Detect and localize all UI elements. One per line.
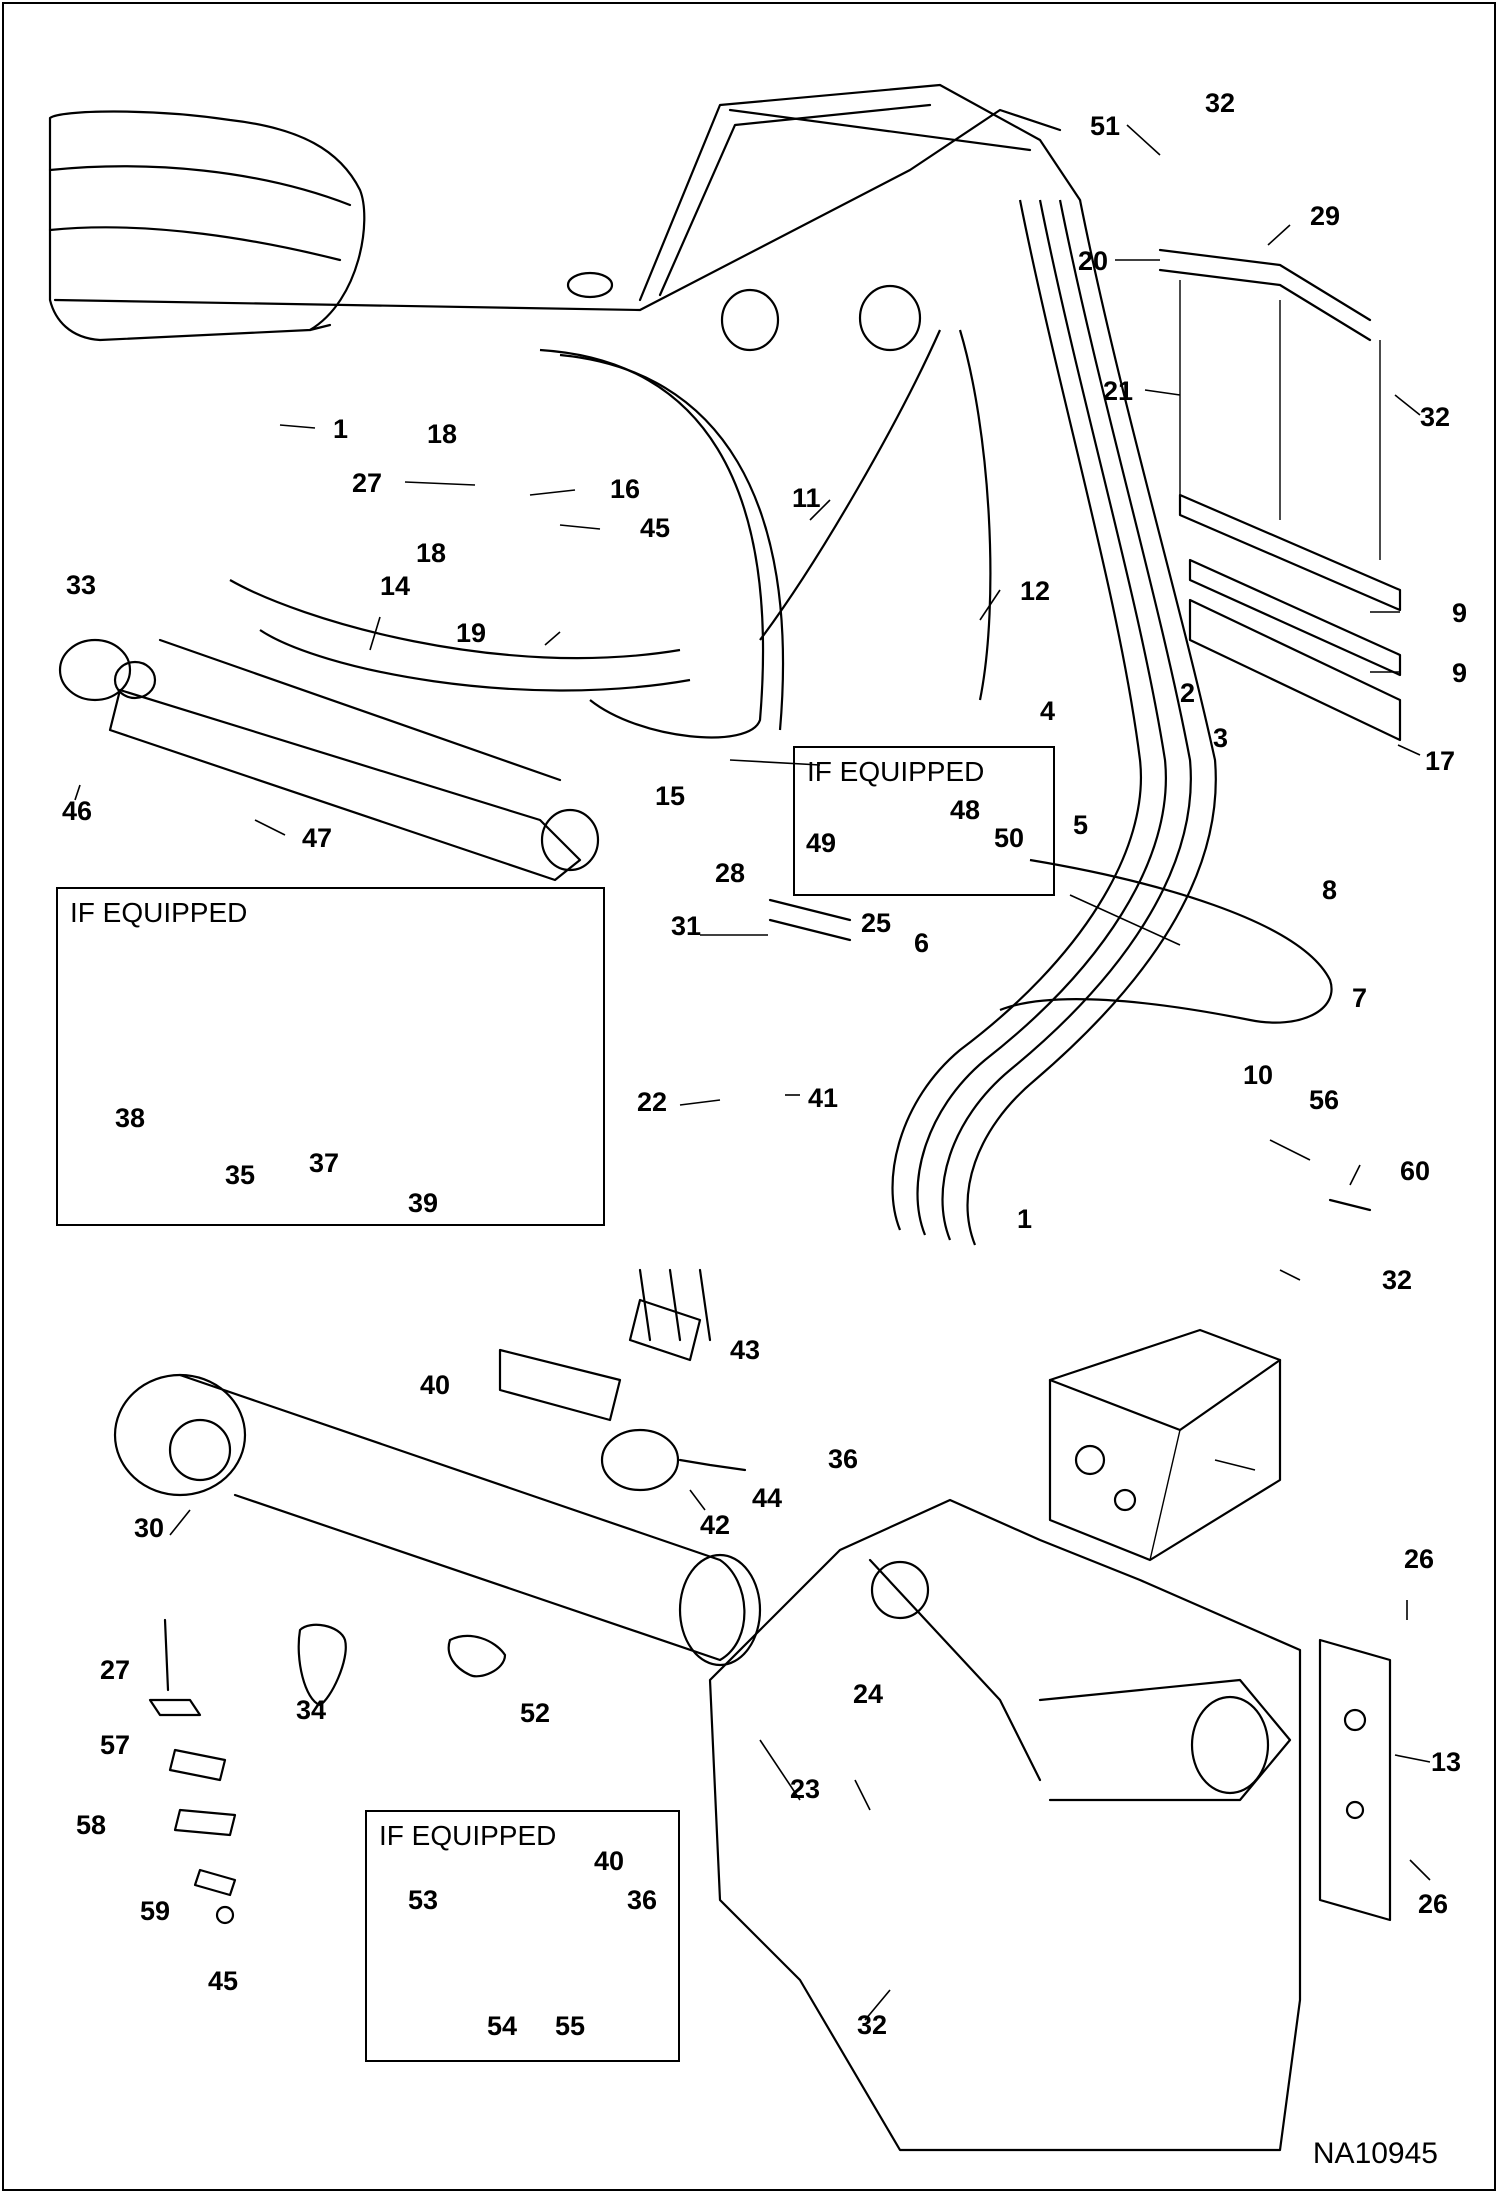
callout-29: 29: [1310, 201, 1341, 231]
lift-arm-drawing: [48, 83, 1082, 352]
callout-48: 48: [950, 795, 981, 825]
callout-31: 31: [671, 911, 702, 941]
callout-10: 10: [1243, 1060, 1274, 1090]
lift-cylinder-drawing: [113, 1373, 762, 1667]
callout-20: 20: [1078, 246, 1109, 276]
inset-lift-cylinder-label: IF EQUIPPED: [70, 897, 248, 928]
callout-42: 42: [700, 1510, 731, 1540]
callout-25: 25: [861, 908, 892, 938]
callout-16: 16: [610, 474, 641, 504]
callout-53: 53: [408, 1885, 439, 1915]
callout-22: 22: [637, 1087, 668, 1117]
callout-1-top: 1: [333, 414, 349, 444]
callout-56: 56: [1309, 1085, 1340, 1115]
callout-41: 41: [808, 1083, 839, 1113]
callout-4: 4: [1040, 696, 1056, 726]
callout-37: 37: [309, 1148, 340, 1178]
callout-23: 23: [790, 1774, 821, 1804]
callout-46: 46: [62, 796, 93, 826]
callout-1-mid: 1: [1017, 1204, 1033, 1234]
callout-17: 17: [1425, 746, 1456, 776]
callout-45-bottom: 45: [208, 1966, 239, 1996]
callout-19: 19: [456, 618, 487, 648]
callout-33: 33: [66, 570, 97, 600]
callout-21: 21: [1103, 376, 1134, 406]
hose-bundle-drawing: [229, 199, 1333, 1246]
callout-52: 52: [520, 1698, 551, 1728]
small-parts-drawing: [148, 1618, 507, 1925]
bolt-group-drawing: [638, 898, 1372, 1342]
callout-55: 55: [555, 2011, 586, 2041]
callout-44: 44: [752, 1483, 783, 1513]
callout-43: 43: [730, 1335, 761, 1365]
callout-32-mid: 32: [1382, 1265, 1413, 1295]
hose-hanger-drawing: [1158, 248, 1402, 742]
callout-49: 49: [806, 828, 837, 858]
callout-14: 14: [380, 571, 411, 601]
callout-9-a: 9: [1452, 598, 1468, 628]
inset-accumulator-label: IF EQUIPPED: [379, 1820, 557, 1851]
callout-9-b: 9: [1452, 658, 1468, 688]
leader-lines: [74, 124, 1431, 2021]
callout-59: 59: [140, 1896, 171, 1926]
callout-28: 28: [715, 858, 746, 888]
callout-45-top: 45: [640, 513, 671, 543]
callout-35: 35: [225, 1160, 256, 1190]
callout-54: 54: [487, 2011, 518, 2041]
inset-accumulator: IF EQUIPPED: [365, 1810, 680, 2062]
callout-36-inset: 36: [627, 1885, 658, 1915]
callout-38: 38: [115, 1103, 146, 1133]
callout-27-top: 27: [352, 468, 383, 498]
callout-47: 47: [302, 823, 333, 853]
callout-58: 58: [76, 1810, 107, 1840]
loader-frame-drawing: [708, 1498, 1392, 2152]
callout-6: 6: [914, 928, 930, 958]
callout-32-top: 32: [1205, 88, 1236, 118]
tilt-cylinder-drawing: [58, 638, 600, 882]
callout-15: 15: [655, 781, 686, 811]
inset-clamp-label: IF EQUIPPED: [807, 756, 985, 787]
callout-26-bottom: 26: [1418, 1889, 1449, 1919]
callout-11: 11: [792, 483, 821, 513]
diagram-code: NA10945: [1312, 2137, 1438, 2170]
control-valve-drawing: [1048, 1328, 1282, 1562]
callout-26-top: 26: [1404, 1544, 1435, 1574]
callout-18-a: 18: [427, 419, 458, 449]
callout-12: 12: [1020, 576, 1051, 606]
callout-5: 5: [1073, 810, 1089, 840]
callout-50: 50: [994, 823, 1025, 853]
callout-32-right: 32: [1420, 402, 1451, 432]
callout-27-bottom: 27: [100, 1655, 131, 1685]
accumulator-drawing: [498, 1298, 747, 1492]
callout-40-main: 40: [420, 1370, 451, 1400]
callout-34: 34: [296, 1695, 327, 1725]
callout-2: 2: [1180, 678, 1196, 708]
callout-40-inset: 40: [594, 1846, 625, 1876]
callout-39: 39: [408, 1188, 439, 1218]
inset-clamp: IF EQUIPPED: [793, 746, 1055, 896]
callout-3: 3: [1213, 723, 1229, 753]
inset-lift-cylinder: IF EQUIPPED: [56, 887, 605, 1226]
callout-7: 7: [1352, 983, 1368, 1013]
callout-13: 13: [1431, 1747, 1462, 1777]
callout-36-main: 36: [828, 1444, 859, 1474]
callout-60: 60: [1400, 1156, 1431, 1186]
callout-30: 30: [134, 1513, 165, 1543]
callout-8: 8: [1322, 875, 1338, 905]
callout-51: 51: [1090, 111, 1121, 141]
callout-18-b: 18: [416, 538, 447, 568]
callout-32-bottom: 32: [857, 2010, 888, 2040]
callout-57: 57: [100, 1730, 131, 1760]
callout-24: 24: [853, 1679, 884, 1709]
